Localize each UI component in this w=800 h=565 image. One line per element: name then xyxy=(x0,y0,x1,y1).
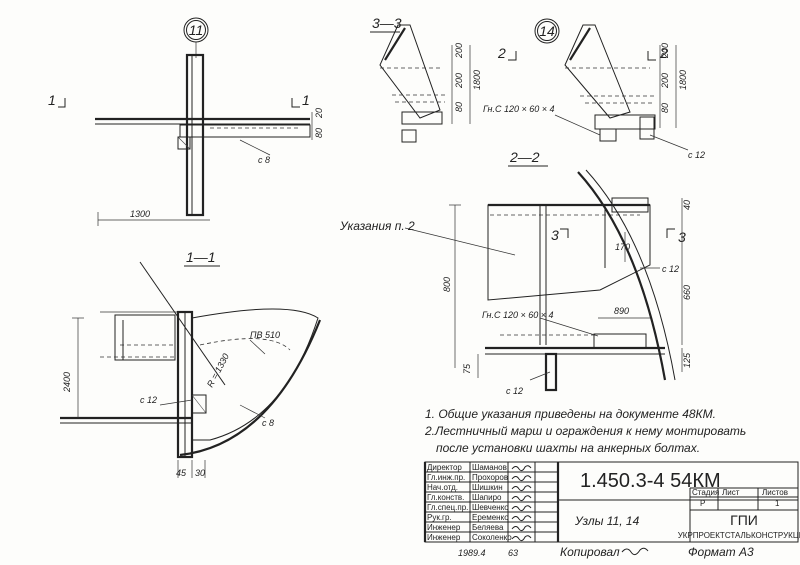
label-gns-14: Гн.С 120 × 60 × 4 xyxy=(483,104,555,114)
sheets-value: 1 xyxy=(775,499,780,508)
note-2b: после установки шахты на анкерных болтах… xyxy=(436,441,700,455)
title-block-person: Соколенко xyxy=(472,533,512,542)
dim-125: 125 xyxy=(682,352,692,368)
label-r1330: R = 1330 xyxy=(205,352,231,389)
title-block-role: Рук.гр. xyxy=(427,513,452,522)
dim-33-200b: 200 xyxy=(454,73,464,89)
section-3-3-view: 3—3 200 200 80 1800 xyxy=(370,15,482,143)
title-block-role: Гл.конств. xyxy=(427,493,464,502)
section-1-1-view: 1—1 2400 ПВ 510 R = 1330 с 12 с 8 45 30 xyxy=(60,249,322,478)
dim-75: 75 xyxy=(462,363,472,374)
dim-33-80: 80 xyxy=(454,102,464,112)
stage-label: Стадия xyxy=(692,488,719,497)
dim-80: 80 xyxy=(314,128,324,138)
signature-mark xyxy=(511,475,532,482)
cut-1-left: 1 xyxy=(48,92,56,108)
cut-1-right: 1 xyxy=(302,92,310,108)
note-1: 1. Общие указания приведены на документе… xyxy=(425,407,716,421)
signature-mark xyxy=(511,495,532,502)
dim-1300: 1300 xyxy=(130,209,150,219)
dim-33-1800: 1800 xyxy=(472,70,482,90)
cut-3-left: 3 xyxy=(551,227,559,243)
note-2a: 2.Лестничный марш и ограждения к нему мо… xyxy=(424,424,746,438)
dim-660: 660 xyxy=(682,285,692,300)
title-block-person: Прохоров xyxy=(472,473,508,482)
title-block-role: Нач.отд. xyxy=(427,483,458,492)
signature-mark xyxy=(511,485,532,492)
node-14-view: 14 2 2 200 200 80 1800 Гн.С 120 × 60 × 4… xyxy=(483,18,705,160)
label-pv510: ПВ 510 xyxy=(250,330,280,340)
cut-2-left: 2 xyxy=(497,45,506,61)
footer-copied: Копировал xyxy=(560,545,620,559)
section-2-2-label: 2—2 xyxy=(509,149,540,165)
title-block-role: Гл.спец.пр. xyxy=(427,503,468,512)
dim-14-80: 80 xyxy=(660,103,670,113)
node-11-view: 11 1 1 20 80 1300 с 8 xyxy=(48,17,324,226)
copyist-signature xyxy=(621,547,649,556)
dim-33-200a: 200 xyxy=(454,43,464,59)
dim-30: 30 xyxy=(195,468,205,478)
title-block-person: Шапиро xyxy=(472,493,502,502)
dim-2400: 2400 xyxy=(62,372,72,393)
dim-20: 20 xyxy=(314,108,324,119)
title-block-role: Инженер xyxy=(427,523,461,532)
title-block-person: Шаманов xyxy=(472,463,507,472)
section-1-1-label: 1—1 xyxy=(186,249,216,265)
dim-40: 40 xyxy=(682,200,692,210)
sheets-label: Листов xyxy=(762,488,788,497)
footer-num: 63 xyxy=(508,548,518,558)
label-c8-11: с 8 xyxy=(262,418,274,428)
dim-14-1800: 1800 xyxy=(678,70,688,90)
footer-date: 1989.4 xyxy=(458,548,486,558)
dim-170: 170 xyxy=(615,242,630,252)
label-c12-22a: с 12 xyxy=(662,264,679,274)
dim-14-200b: 200 xyxy=(660,73,670,89)
title-block-person: Еременко xyxy=(472,513,509,522)
section-2-2-view: 2—2 3 3 800 40 660 125 170 890 75 xyxy=(339,149,692,396)
label-gns-22: Гн.С 120 × 60 × 4 xyxy=(482,310,554,320)
sheet-label: Лист xyxy=(722,488,740,497)
signature-mark xyxy=(511,525,532,532)
node-14-label: 14 xyxy=(539,23,555,39)
label-c12-14: с 12 xyxy=(688,150,705,160)
org-name: УКРПРОЕКТСТАЛЬКОНСТРУКЦИЯ xyxy=(678,531,800,540)
title-block-role: Гл.инж.пр. xyxy=(427,473,465,482)
title-block-person: Шишкин xyxy=(472,483,503,492)
footer: 1989.4 63 Копировал Формат А3 xyxy=(458,545,754,559)
signature-mark xyxy=(511,535,532,542)
node-11-label: 11 xyxy=(189,22,204,38)
stage-value: Р xyxy=(700,499,705,508)
notes-block: 1. Общие указания приведены на документе… xyxy=(424,407,746,455)
label-c12-11: с 12 xyxy=(140,395,157,405)
doc-code: 1.450.3-4 54КМ xyxy=(580,470,721,492)
dim-45: 45 xyxy=(176,468,187,478)
footer-format: Формат А3 xyxy=(688,545,754,559)
title-block-role: Директор xyxy=(427,463,462,472)
label-c8-top: с 8 xyxy=(258,155,270,165)
label-c12-22b: с 12 xyxy=(506,386,523,396)
dim-14-200a: 200 xyxy=(660,43,670,59)
label-ukazaniya: Указания п. 2 xyxy=(339,219,415,233)
dim-800: 800 xyxy=(442,277,452,292)
cut-2-right: 2 xyxy=(659,45,668,61)
doc-title: Узлы 11, 14 xyxy=(574,514,640,528)
section-3-3-label: 3—3 xyxy=(372,15,402,31)
title-block-person: Беляева xyxy=(472,523,504,532)
title-block-role: Инженер xyxy=(427,533,461,542)
title-block-person: Шевченко xyxy=(472,503,509,512)
org-short: ГПИ xyxy=(730,512,758,528)
signature-mark xyxy=(511,505,532,512)
signature-mark xyxy=(511,465,532,472)
dim-890: 890 xyxy=(614,306,629,316)
signature-mark xyxy=(511,515,532,522)
